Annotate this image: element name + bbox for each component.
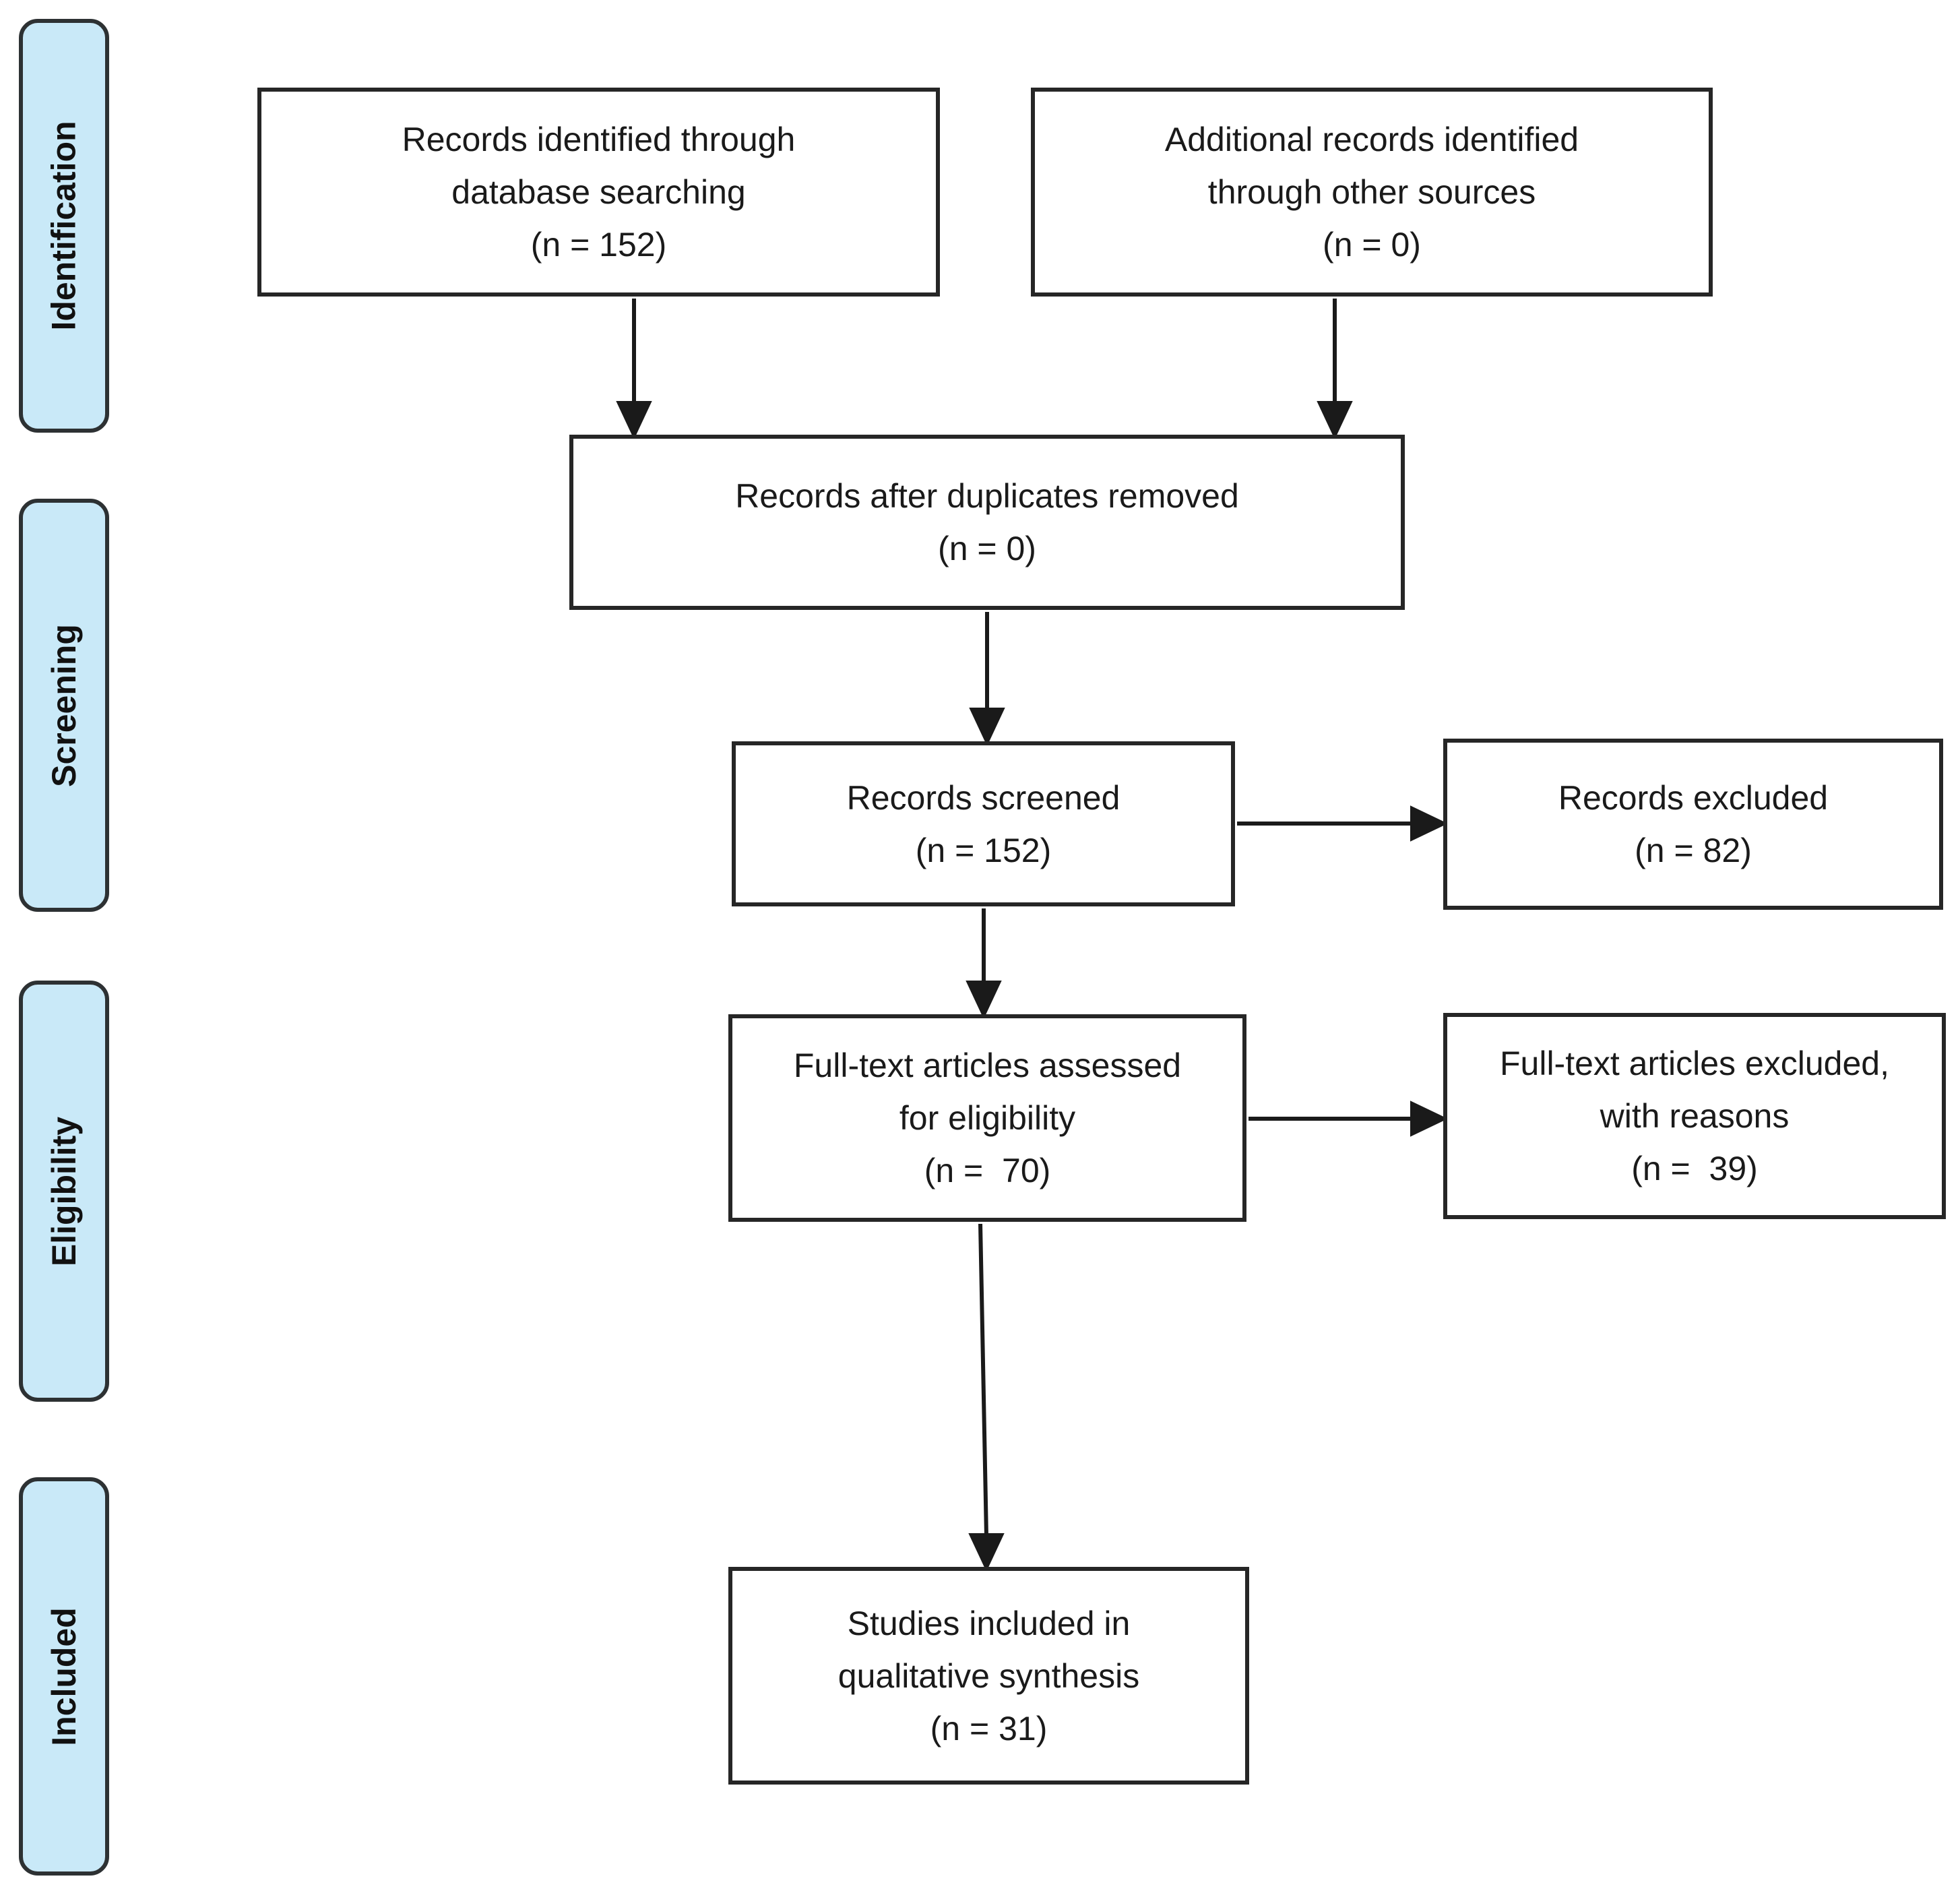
box-additional-records: Additional records identified through ot… (1031, 88, 1713, 297)
box-text-line: Records after duplicates removed (735, 477, 1239, 515)
box-duplicates-removed: Records after duplicates removed (n = 0) (569, 435, 1405, 610)
stage-label-text: Screening (45, 623, 83, 787)
box-text-line: (n = 0) (1323, 226, 1421, 264)
box-text-line: database searching (451, 173, 746, 211)
box-text-line: (n = 152) (530, 226, 667, 264)
box-text-line: (n = 70) (924, 1152, 1051, 1189)
box-fulltext-excluded: Full-text articles excluded, with reason… (1443, 1013, 1946, 1219)
box-text-line: with reasons (1600, 1097, 1790, 1135)
arrow-records-screened-to-records-excluded (1237, 805, 1448, 842)
stage-label-identification: Identification (19, 19, 109, 433)
box-text-line: Full-text articles assessed (793, 1047, 1182, 1084)
stage-label-screening: Screening (19, 499, 109, 912)
arrow-records-screened-to-fulltext-assessed (966, 908, 1002, 1020)
box-text-line: Studies included in (847, 1604, 1131, 1642)
box-records-screened: Records screened (n = 152) (732, 741, 1235, 906)
arrow-fulltext-assessed-to-studies-included (968, 1223, 1005, 1572)
box-records-identified: Records identified through database sear… (257, 88, 940, 297)
arrow-fulltext-assessed-to-fulltext-excluded (1248, 1101, 1448, 1137)
box-text-line: (n = 152) (915, 831, 1052, 869)
box-text-line: (n = 0) (938, 530, 1036, 567)
box-text-line: (n = 31) (930, 1709, 1048, 1747)
box-text-line: Full-text articles excluded, (1499, 1045, 1889, 1082)
box-text-line: Records excluded (1558, 779, 1829, 817)
box-text-line: (n = 39) (1631, 1150, 1758, 1187)
arrow-additional-records-to-duplicates-removed (1317, 299, 1353, 440)
box-text-line: Records screened (846, 778, 1120, 817)
stage-label-text: Eligibility (45, 1116, 83, 1266)
stage-label-text: Included (45, 1607, 84, 1746)
box-text-line: Records identified through (402, 121, 796, 158)
stage-label-eligibility: Eligibility (19, 981, 109, 1402)
arrow-duplicates-removed-to-records-screened (969, 612, 1005, 747)
box-text-line: for eligibility (899, 1099, 1076, 1137)
box-studies-included: Studies included in qualitative synthesi… (728, 1567, 1249, 1785)
box-text-line: through other sources (1207, 173, 1536, 211)
box-text-line: (n = 82) (1635, 832, 1752, 869)
box-text-line: qualitative synthesis (837, 1656, 1140, 1695)
box-text-line: Additional records identified (1164, 121, 1579, 158)
box-fulltext-assessed: Full-text articles assessed for eligibil… (728, 1014, 1246, 1222)
arrow-records-identified-to-duplicates-removed (616, 299, 652, 440)
stage-label-included: Included (19, 1477, 109, 1876)
box-records-excluded: Records excluded (n = 82) (1443, 739, 1943, 910)
stage-label-text: Identification (45, 121, 84, 331)
